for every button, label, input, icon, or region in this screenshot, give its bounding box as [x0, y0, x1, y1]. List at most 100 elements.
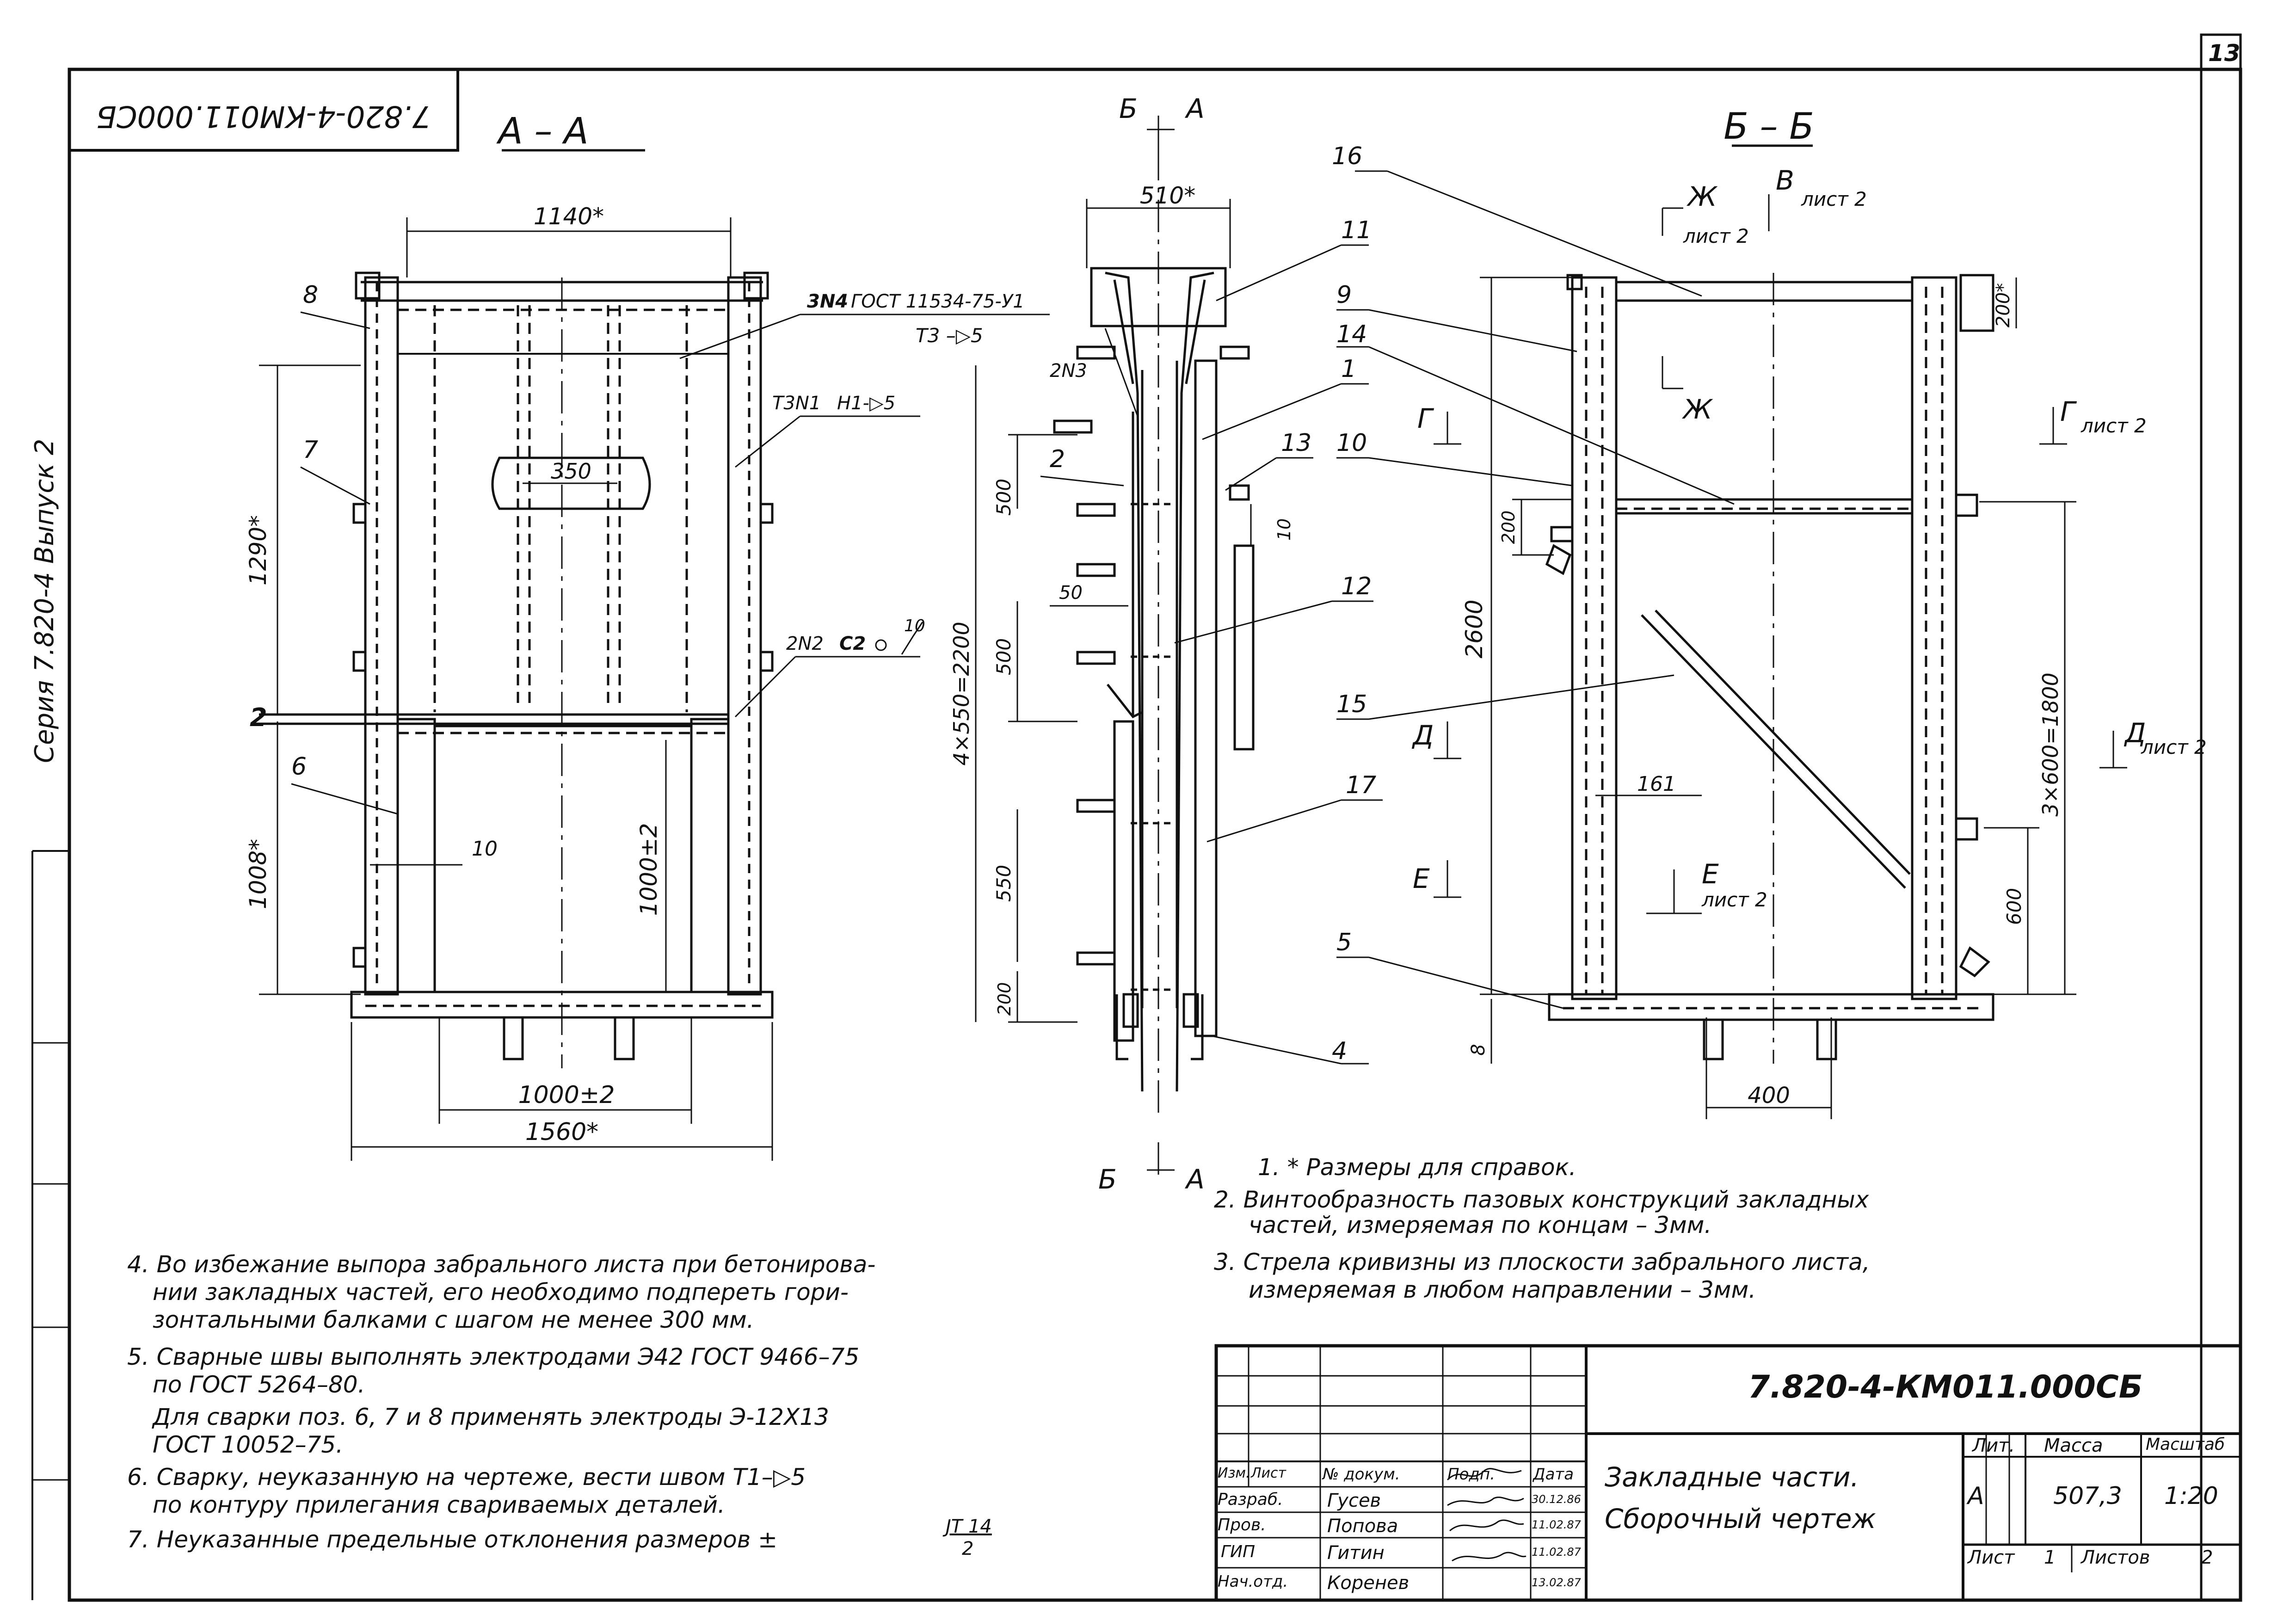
svg-text:Д: Д	[2124, 717, 2146, 749]
col-header-list: Лист	[1251, 1465, 1286, 1481]
svg-text:12: 12	[1341, 573, 1372, 600]
svg-text:Ж: Ж	[1682, 394, 1713, 425]
svg-text:4×550=2200: 4×550=2200	[949, 622, 974, 765]
svg-text:8: 8	[303, 281, 318, 309]
svg-text:550: 550	[992, 865, 1015, 902]
note-2-cont: частей, измеряемая по концам – 3мм.	[1249, 1212, 1712, 1238]
title-block-frame	[1214, 1344, 2242, 1602]
series-label: Серия 7.820-4 Выпуск 2	[30, 439, 60, 763]
svg-text:16: 16	[1332, 142, 1362, 170]
svg-text:400: 400	[1748, 1083, 1790, 1109]
col-header-date: Дата	[1533, 1465, 1574, 1484]
svg-text:Т3N1: Т3N1	[772, 393, 821, 414]
note-6: 6. Сварку, неуказанную на чертеже, вести…	[127, 1464, 806, 1491]
sheet-value: 1	[2044, 1547, 2056, 1568]
svg-text:4: 4	[1332, 1037, 1347, 1065]
note-4-cont2: зонтальными балками с шагом не менее 300…	[153, 1306, 754, 1333]
svg-text:14: 14	[1336, 320, 1367, 348]
sheets-value: 2	[2201, 1547, 2213, 1568]
col-header-sign: Подп.	[1447, 1465, 1495, 1484]
note-3: 3. Стрела кривизны из плоскости забральн…	[1214, 1249, 1870, 1275]
svg-text:лист 2: лист 2	[1701, 888, 1767, 911]
svg-text:2: 2	[1050, 445, 1065, 473]
row-role-3: ГИП	[1221, 1542, 1256, 1561]
svg-text:15: 15	[1336, 690, 1367, 718]
note-3-cont: измеряемая в любом направлении – 3мм.	[1249, 1276, 1756, 1303]
svg-text:2N2: 2N2	[786, 633, 824, 654]
svg-text:7.820-4-КМ011.000СБ: 7.820-4-КМ011.000СБ	[96, 99, 431, 133]
svg-text:17: 17	[1346, 771, 1376, 799]
svg-text:Г: Г	[1417, 403, 1434, 434]
note-7: 7. Неуказанные предельные отклонения раз…	[127, 1526, 778, 1553]
svg-text:161: 161	[1637, 772, 1676, 796]
svg-text:А: А	[1184, 93, 1205, 124]
view-aa-dimensions	[259, 217, 1050, 1161]
svg-text:2600: 2600	[1461, 599, 1488, 658]
view-bb-dimensions	[1336, 170, 2127, 1119]
col-header-docnum: № докум.	[1323, 1465, 1400, 1484]
svg-text:510*: 510*	[1140, 182, 1195, 209]
row-name-2: Попова	[1327, 1515, 1398, 1537]
row-date-4: 13.02.87	[1532, 1576, 1581, 1589]
row-role-4: Нач.отд.	[1218, 1572, 1288, 1591]
svg-text:Н1-▷5: Н1-▷5	[837, 393, 895, 414]
row-date-1: 30.12.86	[1532, 1493, 1581, 1506]
page-number: 13	[2208, 40, 2241, 67]
svg-text:10: 10	[1336, 429, 1367, 457]
svg-text:350: 350	[551, 459, 591, 484]
view-aa-labels: А – А 1140* 1290* 1008* 1000±2 350 1000±…	[245, 111, 1025, 1146]
mass-value: 507,3	[2053, 1482, 2122, 1510]
svg-text:С2: С2	[839, 633, 866, 654]
svg-text:Ж: Ж	[1687, 181, 1718, 212]
inverted-code-stamp: 7.820-4-КМ011.000СБ	[68, 68, 459, 152]
row-name-1: Гусев	[1327, 1490, 1381, 1511]
note-5-cont: по ГОСТ 5264–80.	[153, 1371, 365, 1398]
view-bb-labels: Б – Б Ж лист 2 В лист 2 Ж Г Г лист 2 Д Д…	[1332, 106, 2207, 1109]
svg-text:Е: Е	[1702, 858, 1719, 890]
svg-text:Е: Е	[1413, 863, 1430, 894]
sheets-label: Листов	[2081, 1547, 2150, 1568]
header-lit: Лит.	[1972, 1435, 2015, 1456]
sheet-label: Лист	[1968, 1547, 2015, 1568]
svg-text:1290*: 1290*	[245, 515, 271, 585]
svg-text:500: 500	[992, 479, 1015, 516]
note-4: 4. Во избежание выпора забрального листа…	[127, 1251, 876, 1278]
doc-code: 7.820-4-КМ011.000СБ	[1748, 1369, 2143, 1405]
svg-text:7: 7	[303, 436, 318, 464]
svg-text:10: 10	[1274, 518, 1294, 541]
note-5-extra-cont: ГОСТ 10052–75.	[153, 1431, 344, 1458]
view-side-dimensions	[975, 116, 1383, 1175]
svg-text:2: 2	[250, 703, 267, 732]
row-role-1: Разраб.	[1218, 1490, 1283, 1509]
svg-text:9: 9	[1336, 281, 1352, 309]
view-side	[1053, 148, 1255, 1119]
svg-text:1560*: 1560*	[525, 1118, 598, 1146]
svg-text:Д: Д	[1411, 720, 1434, 751]
svg-text:500: 500	[992, 638, 1015, 675]
note-5-extra: Для сварки поз. 6, 7 и 8 применять элект…	[153, 1404, 829, 1430]
svg-text:1008*: 1008*	[245, 839, 271, 909]
svg-text:А: А	[1184, 1164, 1205, 1195]
row-name-3: Гитин	[1327, 1542, 1385, 1564]
svg-text:2N3: 2N3	[1050, 360, 1087, 382]
svg-text:1000±2: 1000±2	[518, 1081, 615, 1109]
svg-text:Г: Г	[2060, 396, 2077, 427]
svg-text:8: 8	[1468, 1044, 1489, 1055]
drawing-title-line1: Закладные части.	[1605, 1461, 1859, 1493]
scale-value: 1:20	[2164, 1482, 2218, 1510]
svg-text:Б: Б	[1119, 93, 1138, 124]
svg-text:200*: 200*	[1993, 283, 2014, 327]
svg-text:лист 2: лист 2	[2081, 414, 2147, 437]
row-role-2: Пров.	[1218, 1515, 1266, 1534]
svg-text:лист 2: лист 2	[2141, 736, 2207, 758]
svg-text:11: 11	[1341, 216, 1372, 244]
row-name-4: Коренев	[1327, 1572, 1410, 1594]
svg-text:В: В	[1776, 165, 1794, 196]
svg-text:ГОСТ 11534-75-У1: ГОСТ 11534-75-У1	[851, 291, 1025, 312]
svg-text:1: 1	[1341, 355, 1356, 383]
note-2: 2. Винтообразность пазовых конструкций з…	[1214, 1186, 1869, 1213]
svg-text:50: 50	[1059, 582, 1083, 604]
view-aa-title: А – А	[496, 111, 588, 152]
svg-text:200: 200	[994, 982, 1015, 1016]
